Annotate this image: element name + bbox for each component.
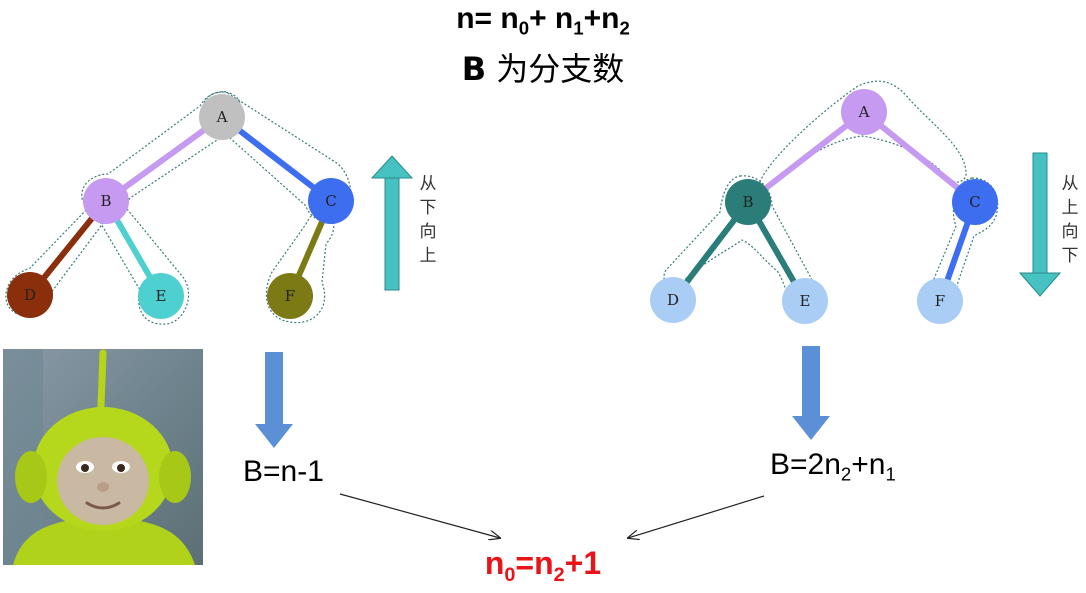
title-equation: n= n0+ n1+n2 xyxy=(456,2,630,39)
down-arrow xyxy=(1018,152,1062,297)
left-edge-a-b xyxy=(103,114,225,204)
right-node-b: B xyxy=(725,179,771,225)
right-node-a: A xyxy=(841,89,887,135)
right-outline-b-d-e xyxy=(663,175,815,312)
left-node-e: E xyxy=(138,273,184,319)
right-node-c: C xyxy=(952,179,998,225)
right-node-d: D xyxy=(650,277,696,323)
right-node-label-b: B xyxy=(742,193,753,211)
left-node-c: C xyxy=(308,178,354,224)
right-node-label-e: E xyxy=(800,292,811,310)
left-result-arrow xyxy=(255,352,293,448)
right-tree-edges xyxy=(670,109,978,304)
right-edge-a-b xyxy=(745,109,867,205)
left-node-d: D xyxy=(7,272,53,318)
right-node-label-c: C xyxy=(969,193,980,211)
left-node-label-f: F xyxy=(285,287,295,305)
right-tree-nodes: A B C D E F xyxy=(650,89,998,324)
right-converge-arrow xyxy=(628,495,765,538)
direction-label-top-down: 从上向下 xyxy=(1061,174,1079,266)
result-equation: n0=n2+1 xyxy=(484,545,602,586)
left-node-b: B xyxy=(83,178,129,224)
character-photo xyxy=(3,349,203,565)
right-node-label-d: D xyxy=(667,291,679,309)
title-branch-definition: B 为分支数 xyxy=(461,50,625,88)
right-node-label-f: F xyxy=(935,292,945,310)
left-node-label-e: E xyxy=(156,287,167,305)
left-node-a: A xyxy=(199,94,245,140)
formula-right: B=2n2+n1 xyxy=(770,448,896,485)
left-tree-edges xyxy=(27,114,334,299)
up-arrow xyxy=(370,155,414,291)
left-node-label-a: A xyxy=(216,108,228,126)
left-node-f: F xyxy=(267,273,313,319)
right-edge-a-c xyxy=(861,109,978,205)
left-node-label-c: C xyxy=(325,192,336,210)
left-converge-arrow xyxy=(339,493,500,538)
right-node-e: E xyxy=(782,278,828,324)
left-node-label-d: D xyxy=(24,286,36,304)
left-tree-nodes: A B C D E F xyxy=(7,94,354,319)
left-outline-c-f xyxy=(265,212,335,324)
right-node-f: F xyxy=(917,278,963,324)
right-result-arrow xyxy=(792,346,830,440)
left-node-label-b: B xyxy=(100,192,111,210)
formula-left: B=n-1 xyxy=(243,455,324,488)
direction-label-bottom-up: 从下向上 xyxy=(419,174,437,266)
right-node-label-a: A xyxy=(858,103,870,121)
